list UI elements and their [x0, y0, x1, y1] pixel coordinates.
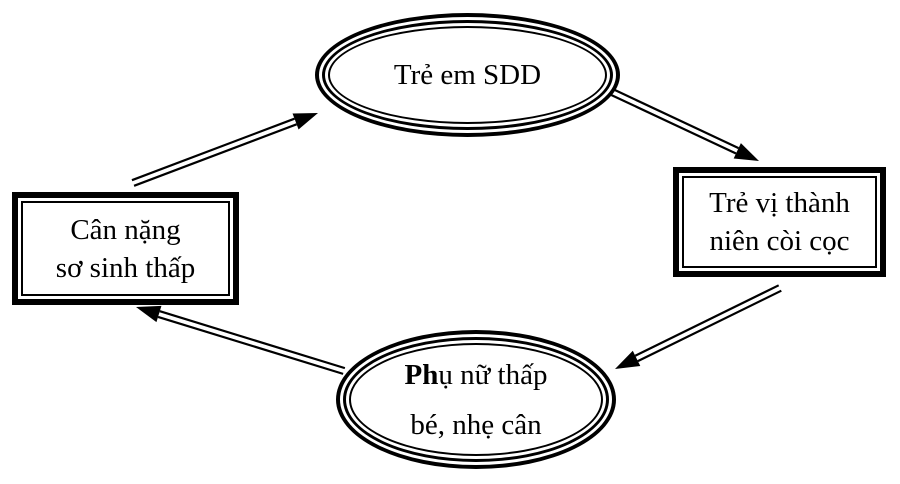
node-label-line2: bé, nhẹ cân: [410, 408, 542, 441]
arrow-shaft-line: [637, 289, 782, 363]
arrow-shaft-line: [157, 315, 344, 375]
node-label-line1: Phụ nữ thấp: [405, 350, 548, 400]
ellipse-middle-ring: [322, 20, 613, 130]
arrow-shaft-line: [159, 310, 346, 370]
node-label-line1-bold: Ph: [404, 358, 439, 391]
node-label-line2: niên còi cọc: [709, 225, 850, 257]
rect-inner-border: Trẻ vị thành niên còi cọc: [682, 176, 877, 268]
ellipse-outer-ring: [336, 330, 616, 469]
arrow-can-nang-so-sinh-thap-to-tre-em-sdd: [131, 113, 318, 187]
node-label-line1: Trẻ em SDD: [393, 59, 542, 91]
node-label-line2: sơ sinh thấp: [55, 251, 196, 284]
arrow-tre-vi-thanh-nien-coi-coc-to-phu-nu-thap-be-nhe-can: [615, 284, 782, 369]
arrow-shaft-line: [610, 93, 737, 155]
arrow-shaft-line: [133, 123, 298, 187]
arrowhead-icon: [136, 305, 162, 323]
node-label-line1: Cân nặng: [70, 213, 181, 246]
arrow-phu-nu-thap-be-nhe-can-to-can-nang-so-sinh-thap: [136, 305, 346, 375]
arrowhead-icon: [733, 143, 759, 161]
ellipse-inner-ring: [328, 26, 607, 124]
arrowhead-icon: [292, 113, 318, 130]
arrow-shaft-line: [612, 88, 740, 150]
node-phu-nu-thap-be-nhe-can: Phụ nữ thấp bé, nhẹ cân: [336, 330, 616, 469]
arrow-shaft-line: [131, 117, 295, 182]
node-label: Trẻ em SDD: [315, 13, 620, 137]
rect-inner-border: Cân nặng sơ sinh thấp: [21, 201, 230, 296]
node-label-line1-rest: ụ nữ thấp: [438, 358, 548, 391]
node-label: Phụ nữ thấp bé, nhẹ cân: [336, 330, 616, 469]
arrow-tre-em-sdd-to-tre-vi-thanh-nien-coi-coc: [610, 88, 759, 161]
ellipse-middle-ring: [343, 337, 609, 462]
arrowhead-icon: [615, 350, 641, 369]
arrow-shaft-line: [634, 284, 780, 357]
node-label-line1: Trẻ vị thành: [709, 187, 850, 219]
ellipse-outer-ring: [315, 13, 620, 137]
node-can-nang-so-sinh-thap: Cân nặng sơ sinh thấp: [12, 192, 239, 305]
node-tre-em-sdd: Trẻ em SDD: [315, 13, 620, 137]
node-tre-vi-thanh-nien-coi-coc: Trẻ vị thành niên còi cọc: [673, 167, 886, 277]
ellipse-inner-ring: [349, 343, 603, 456]
